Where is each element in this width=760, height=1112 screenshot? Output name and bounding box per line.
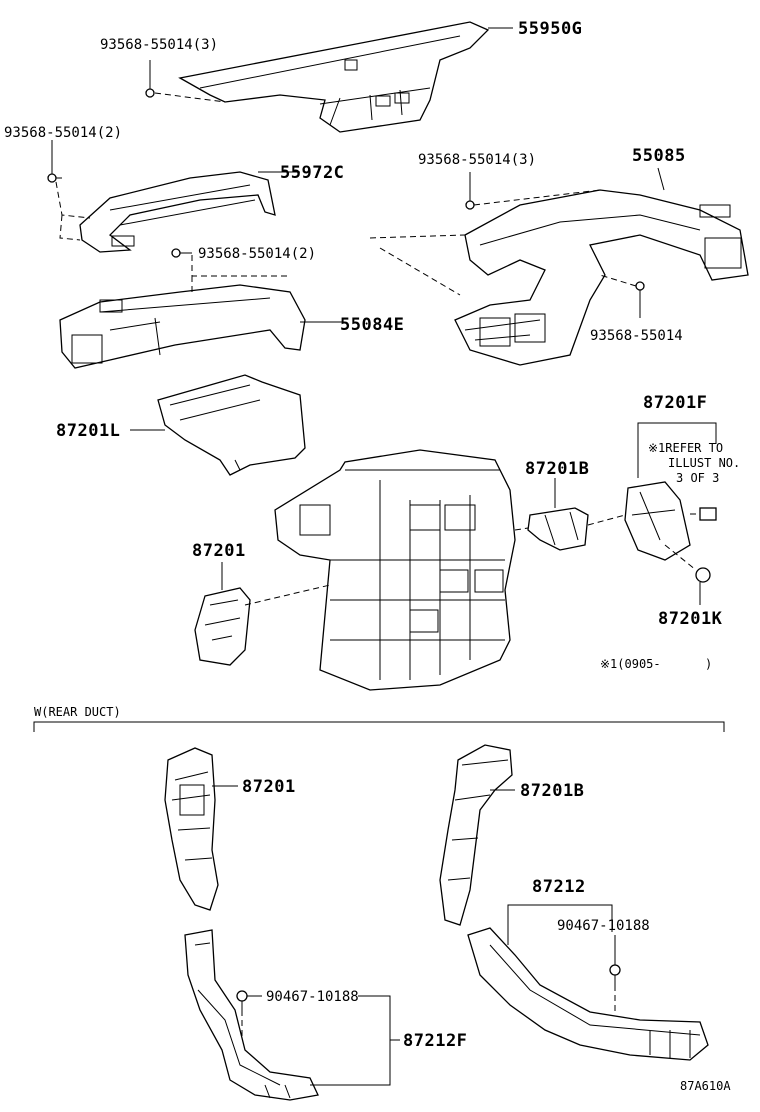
label-93568-55014-3a: 93568-55014(3) <box>100 37 218 53</box>
label-55950G: 55950G <box>518 19 582 39</box>
label-87201-bottom: 87201 <box>242 777 296 797</box>
label-87201L: 87201L <box>56 421 120 441</box>
label-93568-55014: 93568-55014 <box>590 328 683 344</box>
production-note-close: ) <box>705 657 712 671</box>
duct-87212 <box>467 927 709 1061</box>
clip-icon <box>47 173 62 183</box>
duct-55084E <box>59 284 306 369</box>
label-87212: 87212 <box>532 877 586 897</box>
duct-87212F <box>184 929 319 1101</box>
duct-87201B-bottom <box>439 744 513 926</box>
refer-note-line1: ※1REFER TO <box>648 441 723 455</box>
clip-icon <box>171 248 192 258</box>
duct-87201-bottom <box>164 747 219 911</box>
clip-icon <box>609 964 621 985</box>
duct-55972C <box>79 171 276 253</box>
clip-icon <box>236 990 248 1010</box>
duct-55085 <box>454 189 749 366</box>
label-55085: 55085 <box>632 146 686 166</box>
label-87201-top: 87201 <box>192 541 246 561</box>
refer-note-line2: ILLUST NO. <box>668 456 740 470</box>
duct-87201-top <box>194 587 251 666</box>
heater-unit-assembly <box>274 449 516 691</box>
label-87201F: 87201F <box>643 393 707 413</box>
label-87201B-top: 87201B <box>525 459 589 479</box>
clip-87201K <box>695 567 711 583</box>
section-title-rear-duct: W(REAR DUCT) <box>34 705 121 719</box>
production-note: ※1(0905- <box>600 657 661 671</box>
label-93568-55014-2a: 93568-55014(2) <box>4 125 122 141</box>
label-55972C: 55972C <box>280 163 344 183</box>
defroster-nozzle-55950G <box>178 21 490 133</box>
figure-id: 87A610A <box>680 1079 731 1093</box>
label-93568-55014-3b: 93568-55014(3) <box>418 152 536 168</box>
duct-87201F <box>624 481 691 561</box>
label-87201B-bottom: 87201B <box>520 781 584 801</box>
label-90467-10188-a: 90467-10188 <box>557 918 650 934</box>
clip-icon <box>145 60 155 98</box>
label-93568-55014-2b: 93568-55014(2) <box>198 246 316 262</box>
refer-note-line3: 3 OF 3 <box>676 471 719 485</box>
label-87201K: 87201K <box>658 609 723 629</box>
section-bracket <box>33 721 725 732</box>
clip-icon <box>465 172 475 210</box>
duct-87201B-top <box>527 507 589 551</box>
duct-87201L <box>157 374 306 476</box>
label-90467-10188-b: 90467-10188 <box>266 989 359 1005</box>
label-87212F: 87212F <box>403 1031 467 1051</box>
clip-icon <box>635 281 645 318</box>
clip-icon <box>699 507 717 521</box>
label-55084E: 55084E <box>340 315 404 335</box>
